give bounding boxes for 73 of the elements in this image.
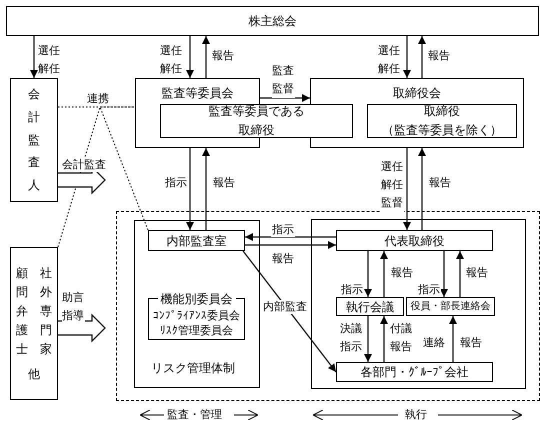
arrow — [380, 316, 388, 362]
node-label: 各部門・ｸﾞﾙｰﾌﾟ会社 — [360, 364, 468, 381]
dimension-label: 監査・管理 — [165, 408, 224, 422]
edge-label: 指示 — [271, 223, 295, 237]
process-box — [160, 104, 353, 138]
node-label: ｺﾝﾌﾟﾗｲｱﾝｽ委員会 — [153, 308, 240, 324]
node-label: 取締役（監査等委員を除く） — [381, 102, 503, 139]
node-label: 社外専門家 — [40, 264, 52, 358]
process-box — [406, 297, 495, 316]
process-box — [367, 104, 517, 138]
arrow — [245, 233, 336, 241]
edge-label: 助言指導 — [62, 289, 85, 325]
node-label: 会計監査人 — [28, 86, 40, 194]
dotted-line — [58, 106, 136, 108]
committee-box — [310, 78, 524, 148]
arrow — [449, 316, 457, 362]
arrow — [202, 36, 210, 78]
arrow — [403, 148, 411, 230]
arrow — [364, 316, 372, 362]
arrow — [403, 36, 411, 78]
edge-label: 内部監査 — [262, 300, 308, 314]
node-label: リスク管理体制 — [151, 360, 235, 377]
edge-label: 報告 — [465, 266, 489, 280]
node-label: 内部監査室 — [166, 232, 226, 250]
process-box — [336, 297, 404, 316]
node-label: 監査等委員会 — [162, 85, 234, 102]
node-label: 機能別委員会 — [158, 291, 236, 308]
edge-label: 監査監督 — [272, 62, 295, 98]
arrow — [186, 148, 194, 230]
meeting-box — [6, 6, 539, 36]
arrow — [364, 251, 372, 297]
note-label: 連絡 — [421, 336, 447, 350]
node-label: 監査等委員である取締役 — [208, 102, 306, 139]
arrow — [456, 251, 464, 297]
arrow — [186, 36, 194, 78]
arrow — [202, 148, 210, 230]
arrow — [30, 36, 38, 78]
node-label: ﾘｽｸ管理委員会 — [160, 323, 233, 339]
arrow — [418, 36, 426, 78]
edge-label: 報告 — [211, 49, 235, 63]
node-label: 役員・部長連絡会 — [410, 300, 490, 314]
edge-label: 連携 — [86, 92, 110, 106]
edge-label: 選任解任監督 — [381, 158, 404, 212]
group-box — [134, 220, 260, 388]
edge-label: 報告 — [428, 176, 452, 190]
node-label: 顧問弁護士 — [16, 264, 28, 358]
process-box — [336, 362, 493, 382]
edge-label: 報告 — [390, 266, 414, 280]
edge-label: 報告 — [271, 252, 295, 266]
arrow — [242, 250, 336, 372]
edge-label: 報告 — [212, 176, 236, 190]
arrow — [245, 241, 336, 249]
edge-label: 報告 — [427, 49, 451, 63]
node-label: 株主総会 — [248, 13, 296, 30]
edge-label: 会計監査 — [61, 158, 107, 172]
dimension-label: 執行 — [403, 408, 429, 422]
node-label: 代表取締役 — [384, 232, 444, 250]
process-box — [336, 230, 493, 251]
edge-label: 報告 — [459, 336, 483, 350]
process-box — [148, 230, 245, 251]
node-label: 取締役会 — [393, 85, 441, 102]
arrow — [440, 251, 448, 297]
edge-label: 指示 — [340, 283, 364, 297]
edge-label: 指示 — [417, 283, 441, 297]
process-box — [10, 247, 58, 400]
arrow — [260, 94, 310, 102]
edge-label: 指示 — [164, 176, 188, 190]
node-label: 他 — [28, 366, 40, 384]
dotted-line — [99, 106, 148, 230]
arrow — [418, 148, 426, 230]
node-label: 執行会議 — [346, 298, 394, 316]
process-box — [10, 78, 58, 202]
arrow — [380, 251, 388, 297]
